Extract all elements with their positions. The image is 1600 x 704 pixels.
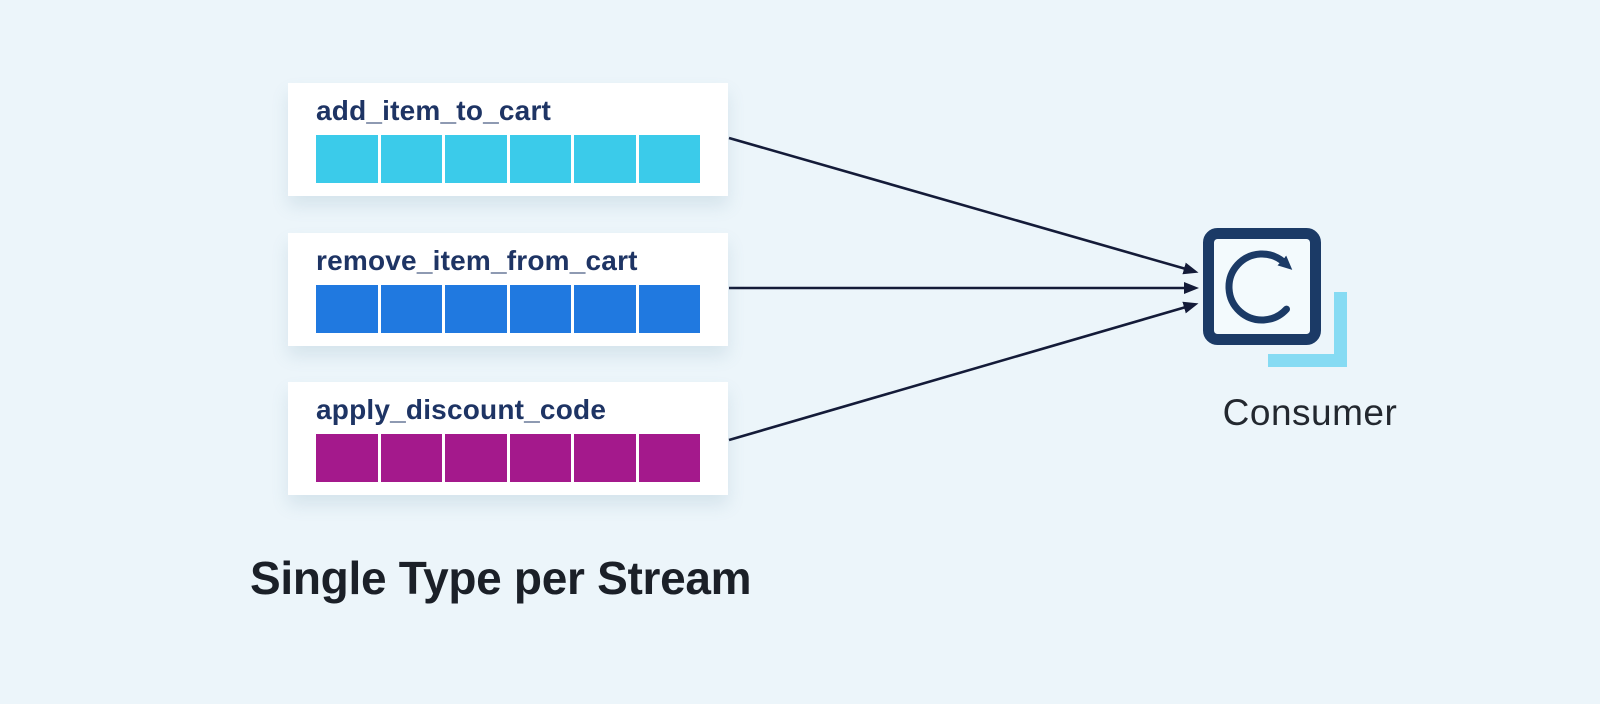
stream-label: remove_item_from_cart — [316, 245, 638, 276]
stream-segment — [316, 285, 378, 333]
stream-segment — [380, 285, 442, 333]
stream-segment — [638, 135, 700, 183]
stream-card-add-item-to-cart: add_item_to_cart — [288, 83, 728, 196]
stream-card-apply-discount-code: apply_discount_code — [288, 382, 728, 495]
stream-segment — [445, 135, 507, 183]
stream-segment — [638, 285, 700, 333]
flow-arrow-apply-discount — [728, 301, 1199, 442]
stream-segment — [380, 135, 442, 183]
cycle-arrow-icon — [1203, 228, 1347, 367]
stream-segment — [574, 285, 636, 333]
stream-segments — [316, 285, 700, 333]
stream-segment — [574, 434, 636, 482]
stream-card-remove-item-from-cart: remove_item_from_cart — [288, 233, 728, 346]
stream-segment — [445, 434, 507, 482]
stream-segments — [316, 434, 700, 482]
stream-segment — [509, 285, 571, 333]
stream-segment — [316, 135, 378, 183]
stream-segment — [509, 434, 571, 482]
diagram-title: Single Type per Stream — [250, 552, 752, 604]
stream-label: apply_discount_code — [316, 394, 607, 425]
stream-segment — [316, 434, 378, 482]
stream-segment — [445, 285, 507, 333]
stream-segments — [316, 135, 700, 183]
stream-label: add_item_to_cart — [316, 95, 552, 126]
stream-segment — [574, 135, 636, 183]
consumer-label: Consumer — [1222, 392, 1398, 433]
flow-arrow-add-item — [728, 136, 1199, 275]
stream-segment — [380, 434, 442, 482]
consumer: Consumer — [1196, 220, 1426, 450]
stream-segment — [509, 135, 571, 183]
icon-accent-corner — [1268, 292, 1347, 367]
stream-segment — [638, 434, 700, 482]
